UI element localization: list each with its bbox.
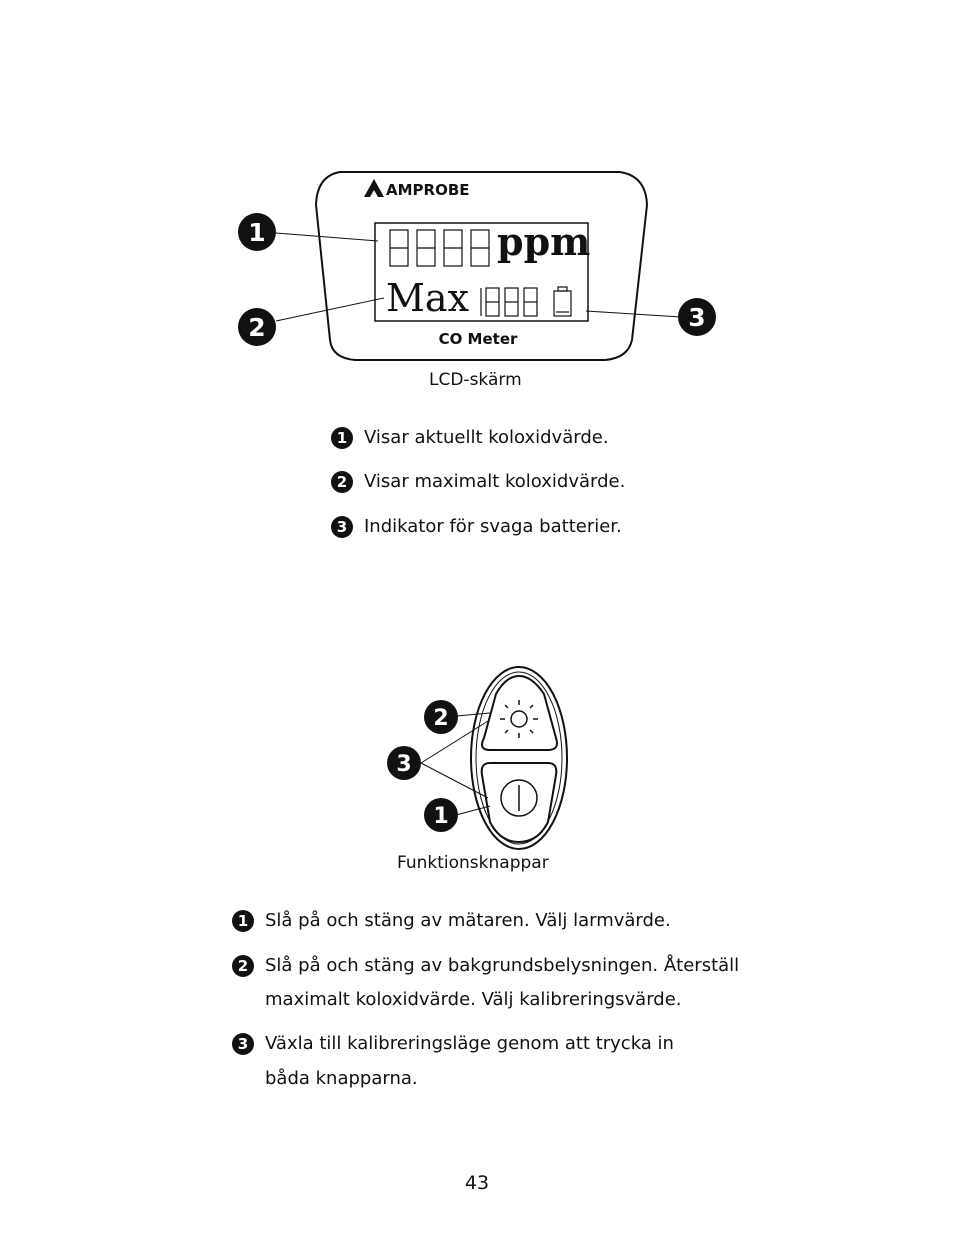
svg-text:2: 2 <box>433 706 448 731</box>
callout-2-badge: 2 <box>424 700 458 734</box>
buttons-figure: 2 3 1 <box>0 0 954 900</box>
item-text: Slå på och stäng av bakgrundsbelysningen… <box>265 949 739 983</box>
item-text: Slå på och stäng av mätaren. Välj larmvä… <box>265 904 671 938</box>
number-3-icon: 3 <box>232 1033 254 1055</box>
number-1-icon: 1 <box>232 910 254 932</box>
page-number: 43 <box>0 1172 954 1194</box>
callout-3-badge: 3 <box>387 746 421 780</box>
svg-text:3: 3 <box>396 752 411 777</box>
buttons-caption: Funktionsknappar <box>397 853 549 873</box>
item-text: Växla till kalibreringsläge genom att tr… <box>265 1027 674 1061</box>
svg-text:1: 1 <box>433 804 448 829</box>
sun-icon <box>500 700 538 738</box>
power-icon <box>501 780 537 816</box>
number-2-icon: 2 <box>232 955 254 977</box>
backlight-button[interactable] <box>482 676 557 750</box>
callout-1-badge: 1 <box>424 798 458 832</box>
item-text-line-2: maximalt koloxidvärde. Välj kalibrerings… <box>265 983 682 1017</box>
item-text-line-2: båda knapparna. <box>265 1062 418 1096</box>
keypad-oval <box>471 667 567 849</box>
